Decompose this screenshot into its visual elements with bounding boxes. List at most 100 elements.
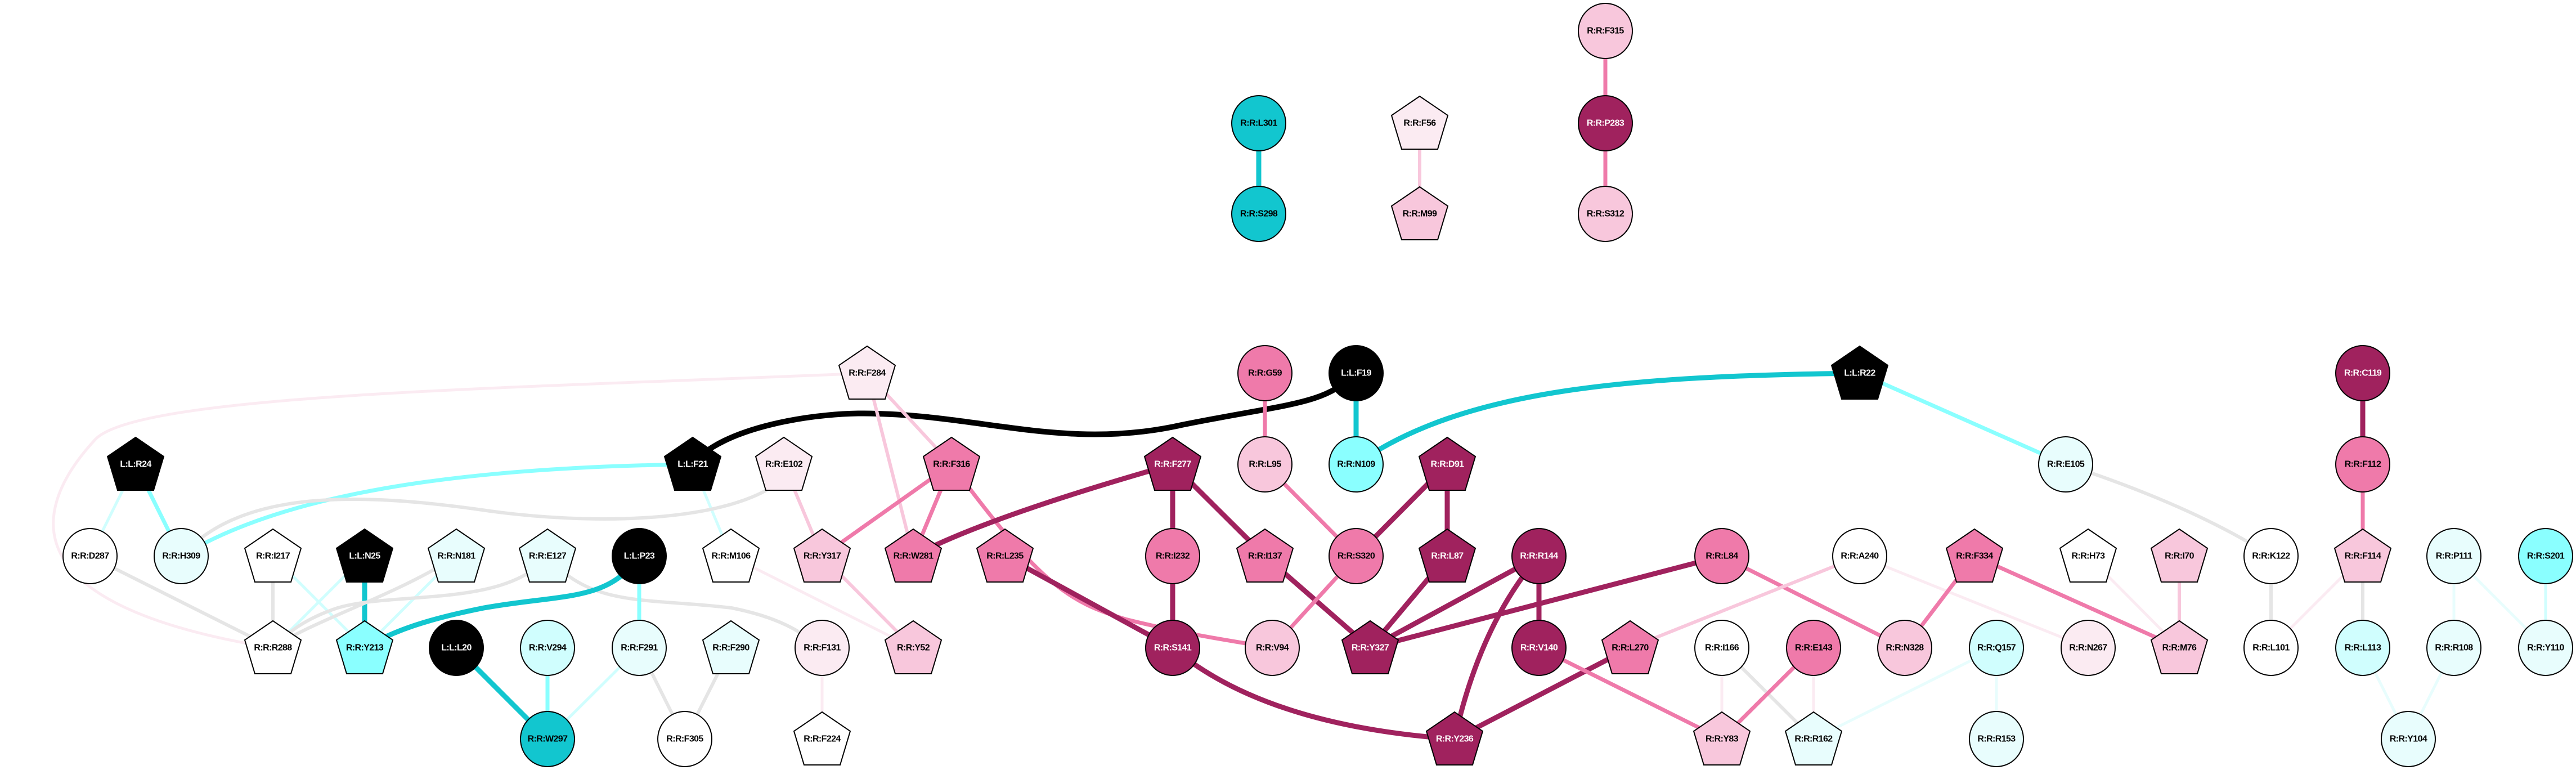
pentagon-shape: [1425, 711, 1484, 765]
node-r-r-n267[interactable]: R:R:N267: [2061, 620, 2116, 676]
node-label: R:R:R144: [1520, 552, 1558, 561]
node-r-r-l113[interactable]: R:R:L113: [2335, 620, 2390, 676]
node-r-r-f316[interactable]: R:R:F316: [922, 436, 981, 491]
node-r-r-s312[interactable]: R:R:S312: [1578, 186, 1633, 242]
node-r-r-l101[interactable]: R:R:L101: [2243, 620, 2299, 676]
node-r-r-y317[interactable]: R:R:Y317: [793, 528, 851, 583]
node-label: L:L:N25: [349, 552, 380, 561]
node-r-r-r162[interactable]: R:R:R162: [1784, 711, 1843, 765]
pentagon-shape: [2333, 528, 2392, 583]
ellipse-shape: [1694, 528, 1749, 584]
node-l-l-p23[interactable]: L:L:P23: [612, 528, 667, 584]
ellipse-shape: [154, 528, 209, 584]
node-label: R:R:L87: [1431, 552, 1464, 561]
node-r-r-y110[interactable]: R:R:Y110: [2518, 620, 2573, 676]
node-r-r-s298[interactable]: R:R:S298: [1231, 186, 1286, 242]
node-l-l-r24[interactable]: L:L:R24: [106, 436, 165, 491]
ellipse-shape: [2335, 345, 2390, 401]
node-r-r-r108[interactable]: R:R:R108: [2426, 620, 2481, 676]
pentagon-shape: [1945, 528, 2004, 583]
node-r-r-d287[interactable]: R:R:D287: [62, 528, 118, 584]
node-r-r-l87[interactable]: R:R:L87: [1418, 528, 1477, 583]
node-r-r-f112[interactable]: R:R:F112: [2335, 436, 2390, 493]
node-r-r-v140[interactable]: R:R:V140: [1511, 620, 1567, 676]
node-r-r-d91[interactable]: R:R:D91: [1418, 436, 1477, 491]
node-r-r-h73[interactable]: R:R:H73: [2059, 528, 2117, 583]
node-l-l-l20[interactable]: L:L:L20: [429, 620, 484, 676]
node-r-r-v294[interactable]: R:R:V294: [520, 620, 575, 676]
node-r-r-w297[interactable]: R:R:W297: [520, 711, 575, 767]
pentagon-shape: [793, 528, 851, 583]
node-r-r-n109[interactable]: R:R:N109: [1329, 436, 1384, 493]
node-r-r-y236[interactable]: R:R:Y236: [1425, 711, 1484, 765]
node-r-r-f291[interactable]: R:R:F291: [612, 620, 667, 676]
node-r-r-l95[interactable]: R:R:L95: [1237, 436, 1293, 493]
node-l-l-n25[interactable]: L:L:N25: [335, 528, 394, 583]
node-r-r-i70[interactable]: R:R:I70: [2150, 528, 2209, 583]
node-label: R:R:N267: [2069, 643, 2107, 653]
node-label: R:R:R108: [2435, 643, 2473, 653]
node-r-r-i232[interactable]: R:R:I232: [1145, 528, 1200, 584]
node-r-r-r288[interactable]: R:R:R288: [244, 620, 302, 674]
node-r-r-y83[interactable]: R:R:Y83: [1693, 711, 1751, 765]
node-r-r-i166[interactable]: R:R:I166: [1694, 620, 1749, 676]
node-r-r-r144[interactable]: R:R:R144: [1511, 528, 1567, 584]
node-r-r-w281[interactable]: R:R:W281: [884, 528, 943, 583]
node-r-r-y52[interactable]: R:R:Y52: [884, 620, 943, 674]
node-r-r-l84[interactable]: R:R:L84: [1694, 528, 1749, 584]
edge-r-r-a240-r-r-l270: [1629, 554, 1861, 650]
node-r-r-c119[interactable]: R:R:C119: [2335, 345, 2390, 401]
node-r-r-m76[interactable]: R:R:M76: [2150, 620, 2209, 674]
node-r-r-l270[interactable]: R:R:L270: [1601, 620, 1659, 674]
ellipse-shape: [1329, 528, 1384, 584]
node-label: R:R:D91: [1431, 460, 1465, 469]
ellipse-shape: [2381, 711, 2436, 767]
node-r-r-s201[interactable]: R:R:S201: [2518, 528, 2573, 584]
node-r-r-f114[interactable]: R:R:F114: [2333, 528, 2392, 583]
node-r-r-n181[interactable]: R:R:N181: [427, 528, 486, 583]
node-r-r-a240[interactable]: R:R:A240: [1832, 528, 1887, 584]
node-r-r-f290[interactable]: R:R:F290: [702, 620, 760, 674]
node-r-r-e105[interactable]: R:R:E105: [2038, 436, 2093, 493]
node-l-l-f21[interactable]: L:L:F21: [663, 436, 722, 491]
node-r-r-k122[interactable]: R:R:K122: [2243, 528, 2299, 584]
node-r-r-e143[interactable]: R:R:E143: [1786, 620, 1841, 676]
node-label: R:R:Y236: [1436, 735, 1474, 744]
node-r-r-f131[interactable]: R:R:F131: [795, 620, 850, 676]
node-r-r-e102[interactable]: R:R:E102: [755, 436, 813, 491]
node-r-r-i217[interactable]: R:R:I217: [244, 528, 302, 583]
node-l-l-f19[interactable]: L:L:F19: [1329, 345, 1384, 401]
node-r-r-f315[interactable]: R:R:F315: [1578, 3, 1633, 59]
node-r-r-f277[interactable]: R:R:F277: [1143, 436, 1202, 491]
node-r-r-e127[interactable]: R:R:E127: [518, 528, 577, 583]
ellipse-shape: [1786, 620, 1841, 676]
node-r-r-g59[interactable]: R:R:G59: [1237, 345, 1293, 401]
node-r-r-p283[interactable]: R:R:P283: [1578, 95, 1633, 151]
node-r-r-p111[interactable]: R:R:P111: [2426, 528, 2481, 584]
node-r-r-s320[interactable]: R:R:S320: [1329, 528, 1384, 584]
node-label: R:R:W297: [528, 735, 568, 744]
pentagon-shape: [106, 436, 165, 491]
node-r-r-f224[interactable]: R:R:F224: [793, 711, 851, 765]
node-r-r-y213[interactable]: R:R:Y213: [335, 620, 394, 674]
node-r-r-f284[interactable]: R:R:F284: [838, 345, 896, 400]
node-r-r-i137[interactable]: R:R:I137: [1236, 528, 1294, 583]
node-r-r-y327[interactable]: R:R:Y327: [1341, 620, 1399, 674]
node-r-r-m99[interactable]: R:R:M99: [1390, 186, 1449, 240]
node-r-r-v94[interactable]: R:R:V94: [1245, 620, 1300, 676]
node-label: R:R:L84: [1706, 552, 1738, 561]
node-r-r-n328[interactable]: R:R:N328: [1877, 620, 1932, 676]
node-r-r-y104[interactable]: R:R:Y104: [2381, 711, 2436, 767]
node-r-r-f56[interactable]: R:R:F56: [1390, 95, 1449, 150]
node-label: R:R:F334: [1956, 552, 1993, 561]
node-r-r-h309[interactable]: R:R:H309: [154, 528, 209, 584]
node-r-r-l301[interactable]: R:R:L301: [1231, 95, 1286, 151]
node-l-l-r22[interactable]: L:L:R22: [1830, 345, 1889, 400]
node-r-r-r153[interactable]: R:R:R153: [1969, 711, 2024, 767]
node-r-r-f305[interactable]: R:R:F305: [657, 711, 712, 767]
node-r-r-l235[interactable]: R:R:L235: [976, 528, 1034, 583]
node-r-r-s141[interactable]: R:R:S141: [1145, 620, 1200, 676]
node-r-r-f334[interactable]: R:R:F334: [1945, 528, 2004, 583]
node-r-r-m106[interactable]: R:R:M106: [702, 528, 760, 583]
node-r-r-q157[interactable]: R:R:Q157: [1969, 620, 2024, 676]
